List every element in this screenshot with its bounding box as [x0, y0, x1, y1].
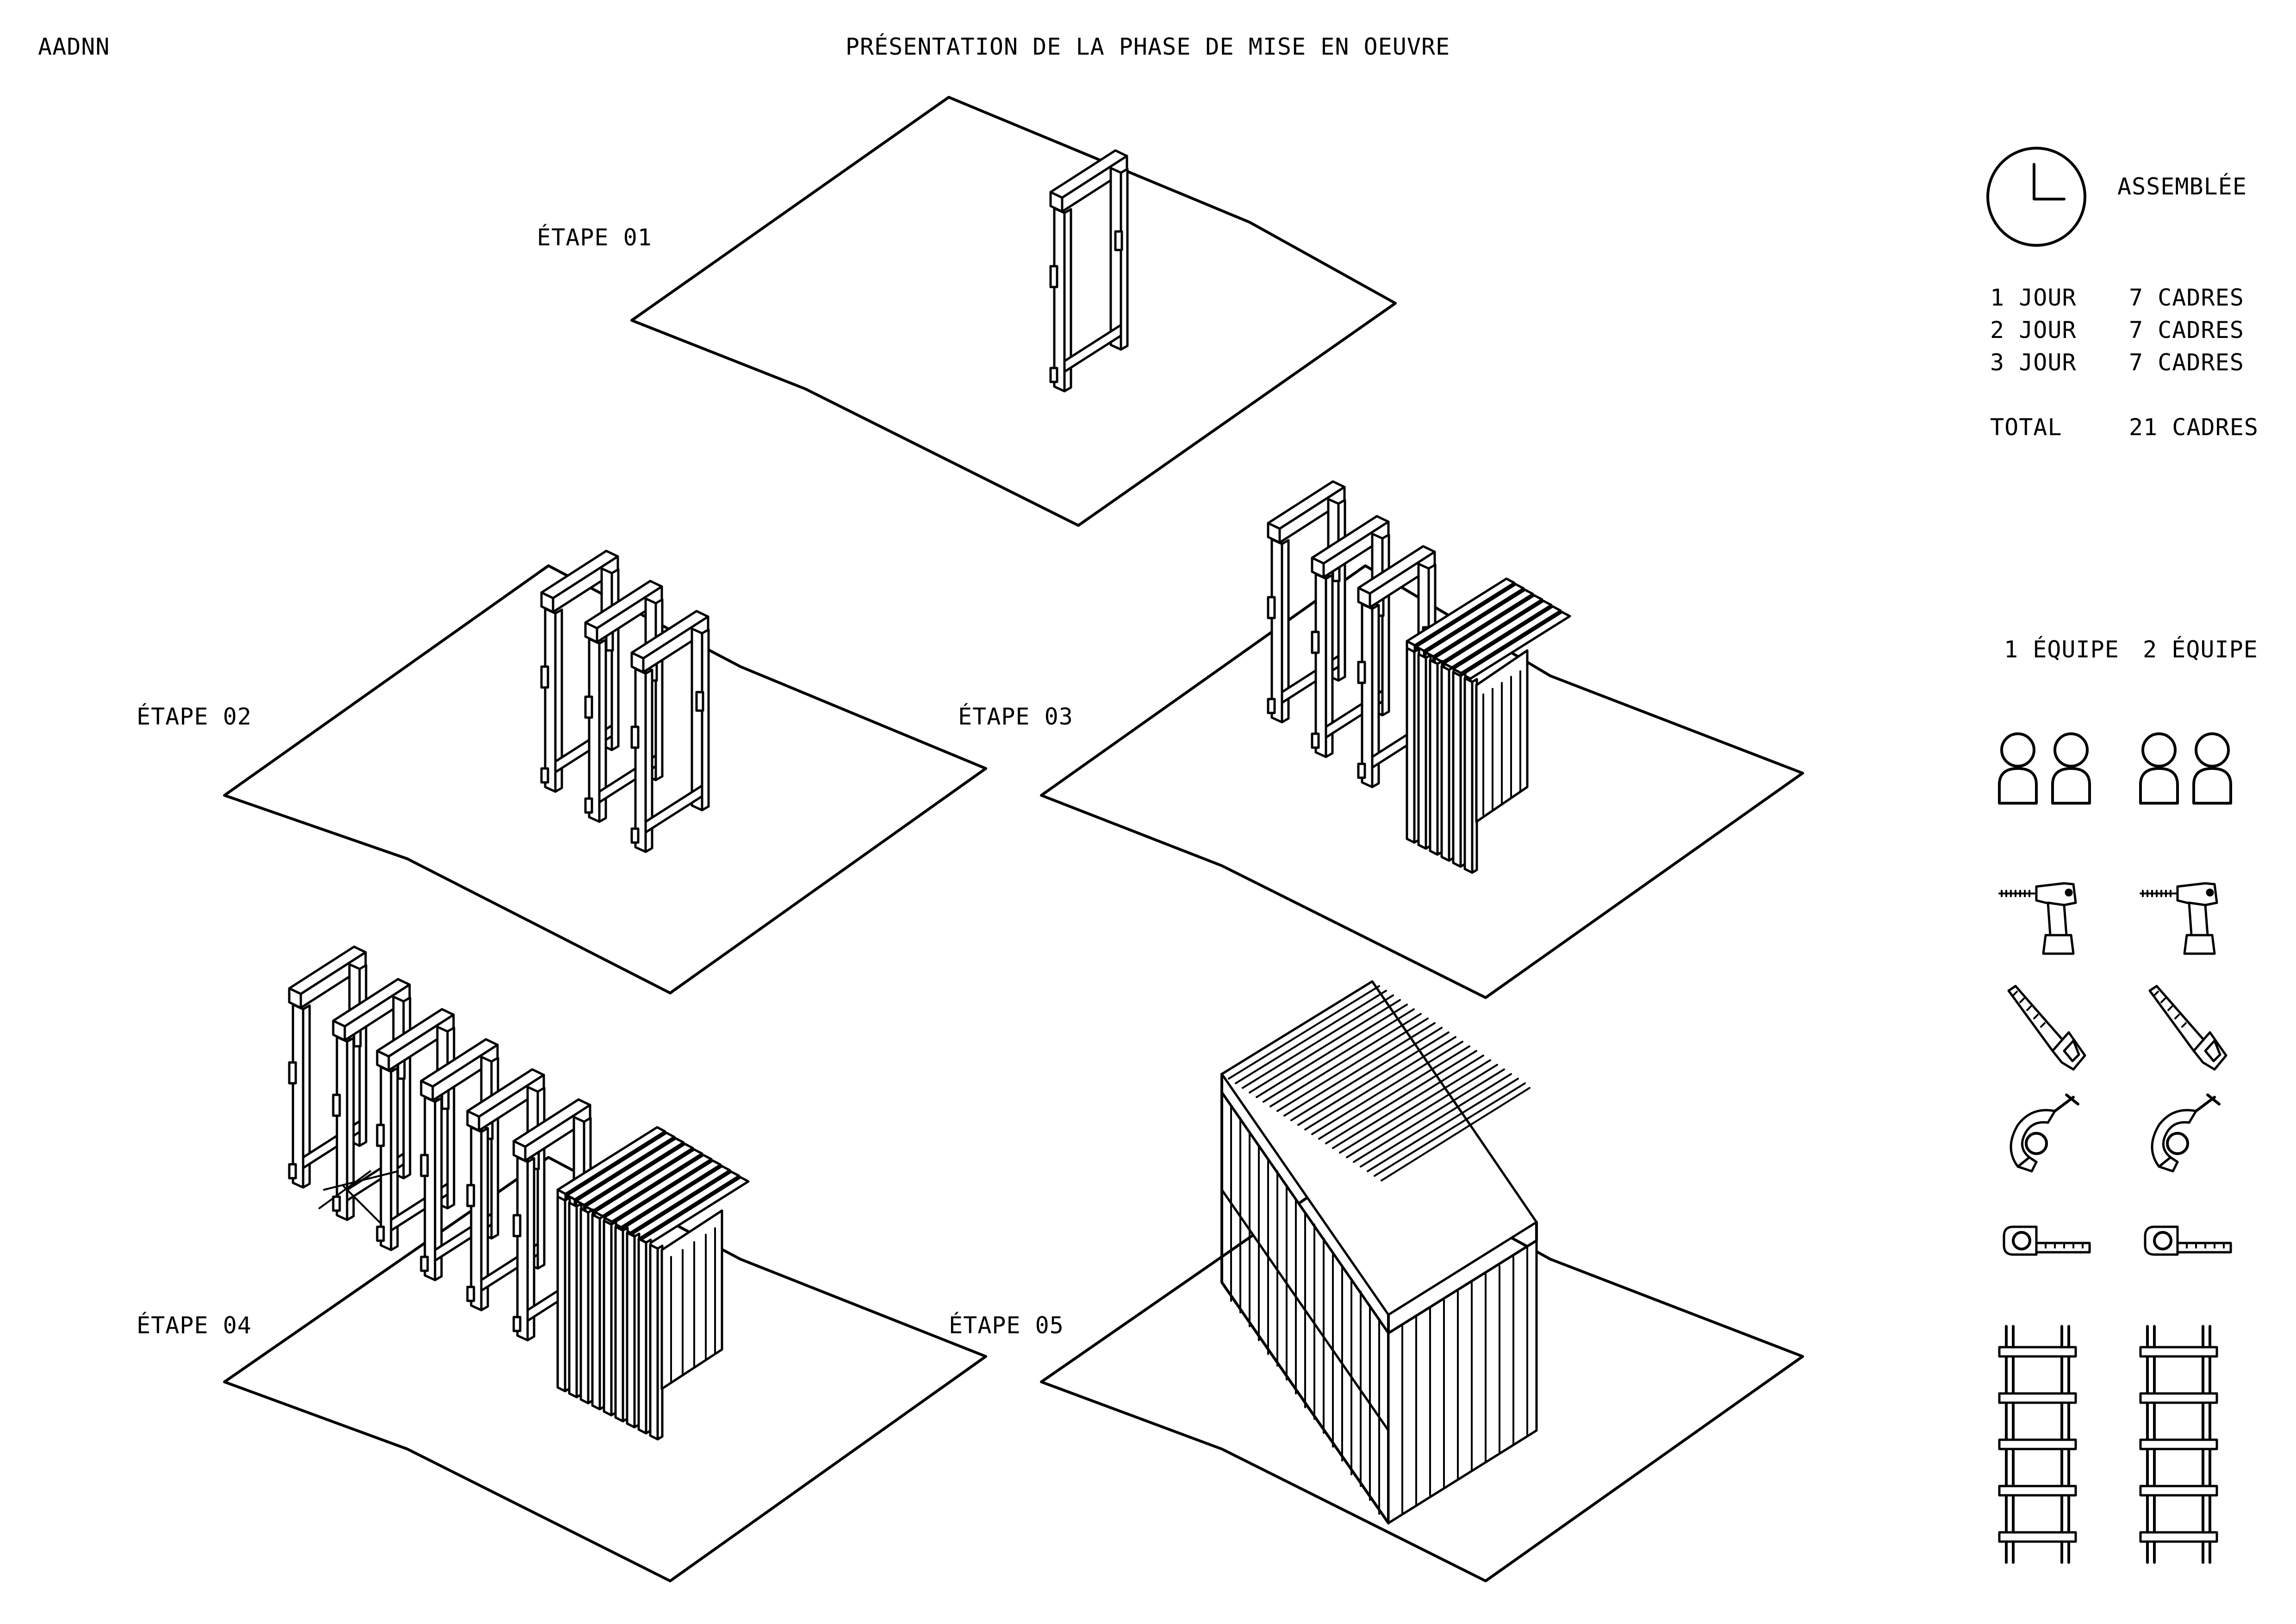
page-title: PRÉSENTATION DE LA PHASE DE MISE EN OEUV…: [846, 33, 1450, 60]
ground-plane-step-04: [223, 1156, 987, 1582]
saw-icon: [2007, 985, 2086, 1071]
step-label-01: ÉTAPE 01: [537, 224, 652, 251]
ladder-icon: [2139, 1325, 2218, 1564]
step-label-02: ÉTAPE 02: [137, 703, 252, 730]
saw-icon: [2148, 985, 2228, 1071]
clad-module-step-03: [1407, 579, 1570, 873]
step-label-03: ÉTAPE 03: [958, 703, 1073, 730]
ladder-icon: [1998, 1325, 2077, 1564]
total-label: TOTAL: [1990, 414, 2062, 441]
tape-measure-icon: [2144, 1225, 2232, 1256]
schedule-day-3: 3 JOUR: [1990, 349, 2077, 376]
schedule-frames-1: 7 CADRES: [2129, 284, 2244, 311]
structure-step-03: [1268, 481, 1570, 873]
drill-icon: [2140, 882, 2218, 955]
structure-step-01: [1051, 150, 1127, 391]
step-label-05: ÉTAPE 05: [949, 1312, 1064, 1339]
ground-plane-step-03: [1040, 564, 1804, 999]
total-frames: 21 CADRES: [2129, 414, 2259, 441]
structure-step-02: [541, 551, 709, 852]
schedule-day-1: 1 JOUR: [1990, 284, 2077, 311]
schedule-frames-2: 7 CADRES: [2129, 317, 2244, 344]
team-label-1: 1 ÉQUIPE: [2004, 636, 2119, 663]
legend-panel: ASSEMBLÉE 1 JOUR 7 CADRES 2 JOUR 7 CADRE…: [1986, 147, 2259, 1564]
tape-measure-icon: [2003, 1225, 2091, 1256]
drill-icon: [1998, 882, 2077, 955]
clamp-icon: [2151, 1093, 2221, 1173]
schedule-day-2: 2 JOUR: [1990, 317, 2077, 344]
structure-step-05: [1220, 980, 1538, 1524]
people-icon: [2139, 732, 2232, 805]
studio-name: AADNN: [38, 33, 110, 60]
assembly-label: ASSEMBLÉE: [2117, 173, 2247, 200]
schedule-frames-3: 7 CADRES: [2129, 349, 2244, 376]
ground-plane-step-02: [223, 564, 987, 994]
clamp-icon: [2010, 1093, 2079, 1173]
clad-module-step-04: [558, 1127, 748, 1439]
structure-step-04: [289, 947, 748, 1439]
clock-icon: [1986, 147, 2086, 247]
pavilion-facade: [1220, 1091, 1538, 1524]
people-icon: [1998, 732, 2091, 805]
team-label-2: 2 ÉQUIPE: [2143, 636, 2258, 663]
step-label-04: ÉTAPE 04: [137, 1312, 252, 1339]
ground-plane-step-01: [630, 96, 1397, 527]
